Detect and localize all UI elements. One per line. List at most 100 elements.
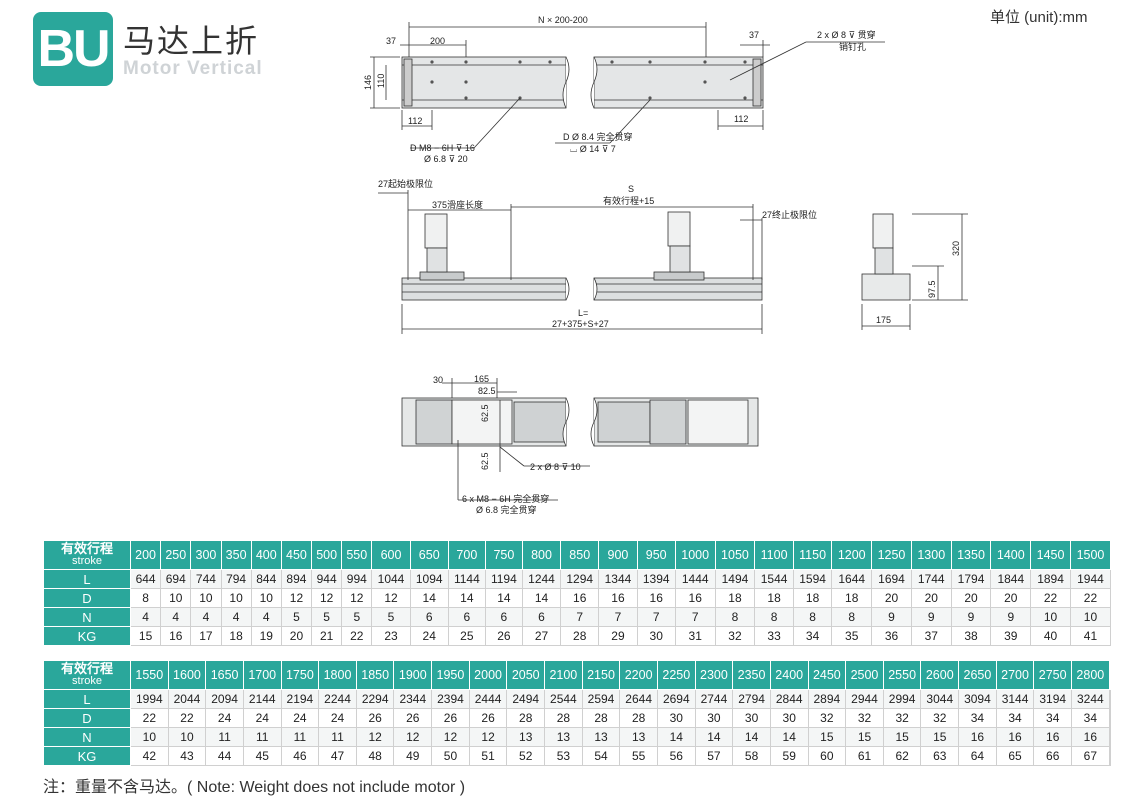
table-cell: 24	[280, 708, 320, 728]
stroke-cell: 2700	[995, 660, 1035, 690]
stroke-cell: 900	[598, 540, 638, 570]
table-cell: 22	[1030, 588, 1071, 608]
table-cell: 16	[560, 588, 600, 608]
table-cell: 8	[754, 607, 794, 627]
table-cell: 2044	[167, 689, 207, 709]
table-cell: 12	[393, 727, 433, 747]
length-eq-label: L=	[578, 308, 588, 318]
stroke-cell	[1108, 660, 1112, 690]
table-cell: 28	[560, 626, 600, 646]
table-cell: 13	[544, 727, 583, 747]
stroke-cell: 2100	[544, 660, 583, 690]
table-cell: 1744	[910, 569, 952, 589]
table-cell: 2294	[355, 689, 395, 709]
table-cell: 14	[447, 588, 486, 608]
table-cell: 2444	[468, 689, 508, 709]
table-cell: 1094	[409, 569, 449, 589]
table-cell: 17	[190, 626, 222, 646]
table-cell: 1544	[754, 569, 794, 589]
table-cell: 12	[311, 588, 343, 608]
row-label: N	[43, 727, 131, 747]
table-cell: 51	[468, 746, 508, 766]
table-cell	[1108, 727, 1112, 747]
table-cell: 18	[792, 588, 833, 608]
table-cell: 4	[250, 607, 282, 627]
stroke-s-label: S	[628, 184, 634, 194]
table-cell: 12	[341, 588, 373, 608]
table-cell: 9	[910, 607, 952, 627]
side-view: 27起始极限位 375滑座长度 S 有效行程+15 27终止极限位 L= 27+…	[378, 178, 968, 334]
table-cell: 34	[958, 708, 997, 728]
stroke-cell: 2450	[807, 660, 847, 690]
table-cell: 7	[598, 607, 638, 627]
table-cell: 16	[995, 727, 1035, 747]
table-cell: 64	[958, 746, 997, 766]
table-cell: 2994	[882, 689, 922, 709]
table-cell: 2494	[506, 689, 546, 709]
table-cell: 11	[205, 727, 244, 747]
table-cell: 22	[130, 708, 169, 728]
top-view: N × 200-200 37 200 37 2 x Ø 8 ⊽ 贯穿 销钉孔 1…	[363, 15, 885, 164]
brand-logo: BU	[33, 12, 113, 86]
table-cell: 26	[468, 708, 508, 728]
table-cell: 5	[371, 607, 411, 627]
stroke-cell: 350	[220, 540, 252, 570]
table-cell: 2544	[544, 689, 583, 709]
table-cell: 2344	[393, 689, 433, 709]
table-cell: 54	[581, 746, 621, 766]
stroke-cell: 250	[160, 540, 192, 570]
table-cell: 2894	[807, 689, 847, 709]
stroke-cell: 2000	[468, 660, 508, 690]
table-cell: 1394	[636, 569, 676, 589]
table-cell: 30	[694, 708, 734, 728]
stroke-cell: 1050	[714, 540, 756, 570]
table-cell: 21	[311, 626, 343, 646]
stroke-cell: 600	[371, 540, 411, 570]
hole-a-label: 2 x Ø 8 ⊽ 10	[530, 462, 581, 472]
table-cell: 39	[990, 626, 1032, 646]
table-cell: 32	[920, 708, 960, 728]
table-cell: 16	[598, 588, 638, 608]
table-cell: 25	[447, 626, 486, 646]
table-cell: 16	[1071, 727, 1110, 747]
table-cell: 5	[341, 607, 373, 627]
table-cell: 15	[129, 626, 162, 646]
table-cell: 26	[355, 708, 395, 728]
table-cell: 45	[242, 746, 282, 766]
stroke-cell: 2500	[845, 660, 884, 690]
row-label: D	[43, 708, 131, 728]
dim-97-5: 97.5	[927, 280, 937, 298]
table-cell: 41	[1069, 626, 1112, 646]
table-cell: 1944	[1069, 569, 1112, 589]
table-cell: 2594	[581, 689, 621, 709]
stroke-cell: 300	[190, 540, 222, 570]
table-cell: 20	[910, 588, 952, 608]
table-cell: 26	[431, 708, 470, 728]
start-limit-label: 27起始极限位	[378, 178, 433, 189]
row-label: KG	[43, 626, 131, 646]
hole-b-label: 6 x M8 − 6H 完全贯穿	[462, 493, 549, 504]
stroke-cell: 1650	[205, 660, 244, 690]
table-cell: 2794	[732, 689, 771, 709]
table-cell: 2644	[619, 689, 658, 709]
table-cell: 24	[409, 626, 449, 646]
dim-112-left: 112	[408, 116, 422, 126]
table-cell: 3144	[995, 689, 1035, 709]
table-cell: 30	[636, 626, 676, 646]
dim-165: 165	[474, 374, 489, 384]
stroke-cell: 1150	[792, 540, 833, 570]
table-cell: 19	[250, 626, 282, 646]
stroke-cell: 1400	[990, 540, 1032, 570]
table-cell: 6	[447, 607, 486, 627]
table-cell: 23	[371, 626, 411, 646]
table-cell: 22	[167, 708, 207, 728]
table-cell: 844	[250, 569, 282, 589]
hole-b-sub: Ø 6.8 完全贯穿	[476, 504, 537, 515]
table-cell: 56	[656, 746, 696, 766]
stroke-cell: 1900	[393, 660, 433, 690]
